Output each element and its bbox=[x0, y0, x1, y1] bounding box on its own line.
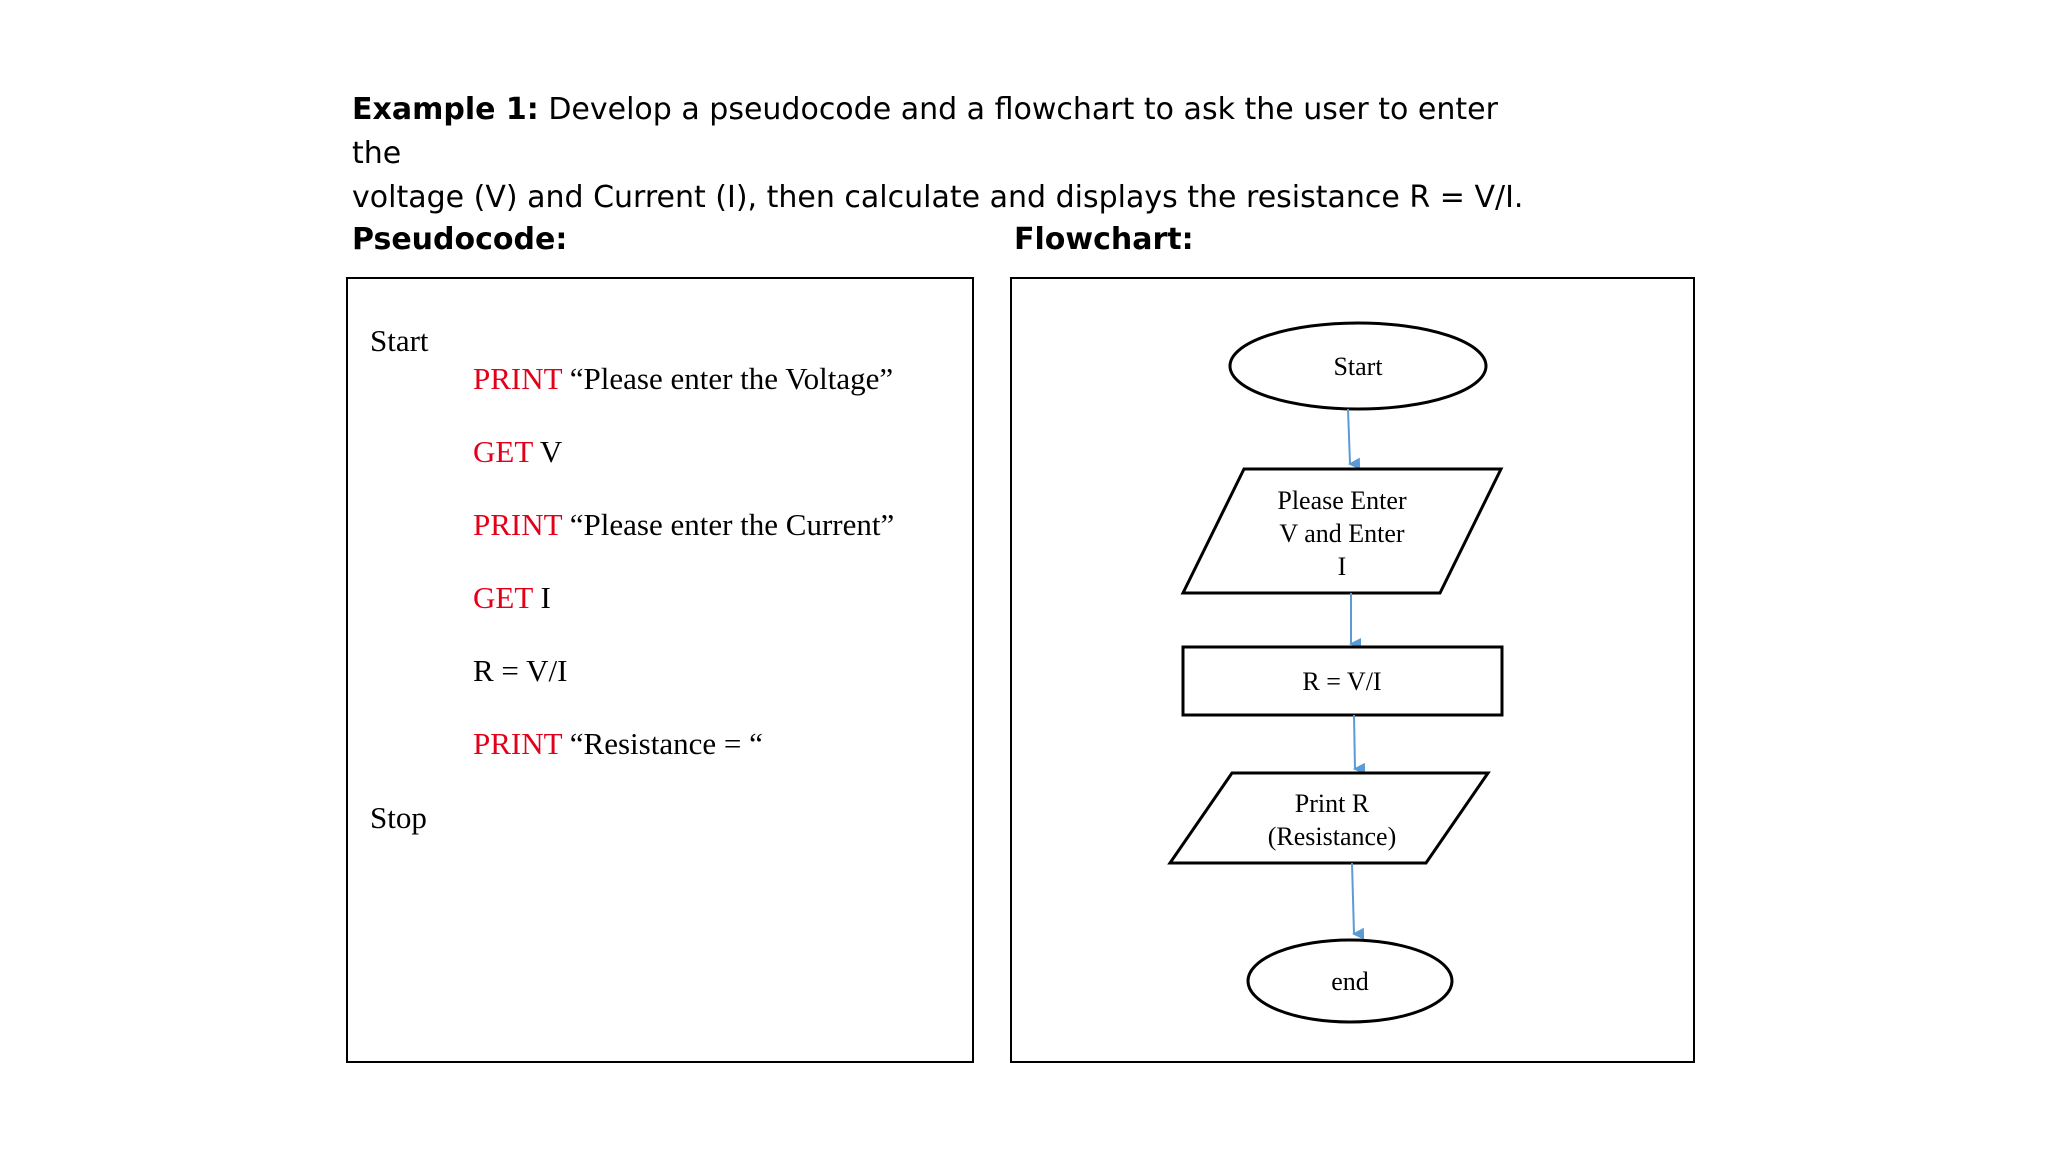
input-label-line2: V and Enter bbox=[1279, 519, 1404, 548]
flow-arrow-1 bbox=[1347, 408, 1361, 470]
pseudo-line-3: PRINT “Please enter the Current” bbox=[473, 505, 894, 545]
problem-text-1: Develop a pseudocode and a flowchart to … bbox=[352, 92, 1498, 171]
flow-arrow-4 bbox=[1351, 862, 1365, 940]
pseudo-stop: Stop bbox=[370, 800, 427, 835]
pseudo-text: V bbox=[532, 434, 563, 469]
pseudocode-heading: Pseudocode: bbox=[352, 222, 568, 257]
output-parallelogram bbox=[1167, 771, 1491, 865]
pseudo-keyword: PRINT bbox=[473, 507, 563, 542]
pseudo-text: “Resistance = “ bbox=[562, 726, 763, 761]
pseudo-text: I bbox=[532, 580, 551, 615]
flowchart-box: Start Please Enter V and Enter I R = V/I… bbox=[1010, 277, 1695, 1063]
problem-text-2: voltage (V) and Current (I), then calcul… bbox=[352, 180, 1524, 215]
pseudo-line-6: PRINT “Resistance = “ bbox=[473, 724, 763, 764]
flow-arrow-3 bbox=[1353, 714, 1366, 775]
start-terminal-label: Start bbox=[1333, 352, 1383, 381]
start-terminal bbox=[1228, 321, 1488, 411]
end-terminal bbox=[1246, 938, 1454, 1024]
flowchart-diagram: Start Please Enter V and Enter I R = V/I… bbox=[1167, 321, 1504, 1024]
pseudo-keyword: PRINT bbox=[473, 361, 563, 396]
pseudo-line-1: PRINT “Please enter the Voltage” bbox=[473, 359, 893, 399]
input-label-line3: I bbox=[1338, 552, 1347, 581]
process-label: R = V/I bbox=[1302, 667, 1381, 696]
problem-statement-line1: Example 1: Develop a pseudocode and a fl… bbox=[352, 88, 1552, 176]
problem-statement: Example 1: Develop a pseudocode and a fl… bbox=[352, 88, 1552, 220]
pseudo-keyword: GET bbox=[473, 580, 533, 615]
pseudo-line-4: GET I bbox=[473, 578, 551, 618]
pseudo-start: Start bbox=[370, 323, 429, 358]
pseudocode-box: Start PRINT “Please enter the Voltage” G… bbox=[346, 277, 974, 1063]
pseudo-line-5: R = V/I bbox=[473, 651, 567, 691]
pseudo-text: “Please enter the Current” bbox=[562, 507, 895, 542]
flowchart-heading: Flowchart: bbox=[1014, 222, 1194, 257]
end-terminal-label: end bbox=[1331, 967, 1369, 996]
pseudo-keyword: GET bbox=[473, 434, 533, 469]
pseudo-keyword: PRINT bbox=[473, 726, 563, 761]
input-parallelogram bbox=[1180, 467, 1504, 595]
output-label-line1: Print R bbox=[1295, 789, 1370, 818]
pseudo-text: R = V/I bbox=[473, 653, 568, 688]
output-label-line2: (Resistance) bbox=[1268, 822, 1397, 851]
pseudo-text: “Please enter the Voltage” bbox=[562, 361, 894, 396]
process-box bbox=[1181, 645, 1504, 717]
input-label-line1: Please Enter bbox=[1277, 486, 1407, 515]
example-label: Example 1: bbox=[352, 92, 539, 127]
pseudo-line-2: GET V bbox=[473, 432, 562, 472]
